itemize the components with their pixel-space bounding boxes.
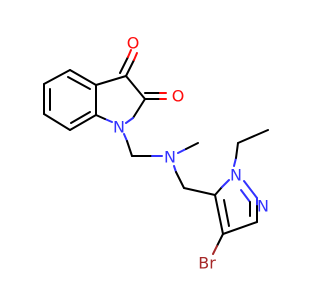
bond bbox=[119, 56, 129, 74]
bond bbox=[214, 194, 224, 235]
bond bbox=[43, 113, 71, 131]
bond bbox=[69, 114, 97, 131]
bond bbox=[125, 59, 135, 77]
bond-double-inner bbox=[240, 189, 251, 203]
bond bbox=[214, 186, 223, 196]
bond bbox=[216, 233, 224, 247]
pyrrolidine-dione-ring bbox=[95, 49, 167, 124]
bromine-atom: Br bbox=[198, 254, 216, 273]
bond bbox=[221, 179, 230, 188]
bond bbox=[95, 114, 106, 120]
oxygen-atom-right: O bbox=[172, 87, 185, 106]
bond bbox=[127, 49, 132, 58]
bond bbox=[235, 142, 239, 159]
bond bbox=[175, 171, 185, 189]
bond bbox=[123, 133, 128, 142]
bond bbox=[212, 245, 218, 255]
bond-double-inner bbox=[67, 76, 91, 90]
oxygen-atom-top: O bbox=[127, 34, 140, 53]
bond-double-inner bbox=[70, 111, 91, 124]
bond bbox=[104, 118, 113, 123]
bond bbox=[125, 117, 134, 124]
benzene-ring bbox=[43, 69, 97, 131]
nitrogen-atom-indole: N bbox=[113, 118, 125, 137]
nitrogen-atom-pyrazole-1: N bbox=[230, 166, 242, 185]
bond bbox=[243, 180, 258, 199]
bond bbox=[126, 140, 133, 157]
nitrogen-atom-pyrazole-2: N bbox=[257, 197, 269, 216]
bond bbox=[185, 142, 199, 150]
bond bbox=[173, 165, 177, 173]
bond bbox=[177, 148, 187, 154]
pyrazole-ring bbox=[212, 129, 269, 255]
bond-double-inner bbox=[223, 199, 230, 227]
bond bbox=[69, 69, 97, 86]
bond bbox=[95, 75, 127, 86]
bond bbox=[43, 69, 71, 85]
atom-labels: O O N N N N Br bbox=[113, 34, 269, 273]
bond bbox=[233, 157, 237, 167]
bond bbox=[222, 221, 258, 235]
bond bbox=[132, 98, 146, 119]
nitrogen-atom-amine: N bbox=[164, 148, 176, 167]
bond bbox=[133, 52, 138, 61]
linker bbox=[123, 133, 216, 196]
bond bbox=[237, 129, 269, 144]
bond bbox=[183, 187, 216, 196]
molecule-structure: O O N N N N Br bbox=[43, 34, 269, 273]
bond bbox=[125, 75, 146, 100]
